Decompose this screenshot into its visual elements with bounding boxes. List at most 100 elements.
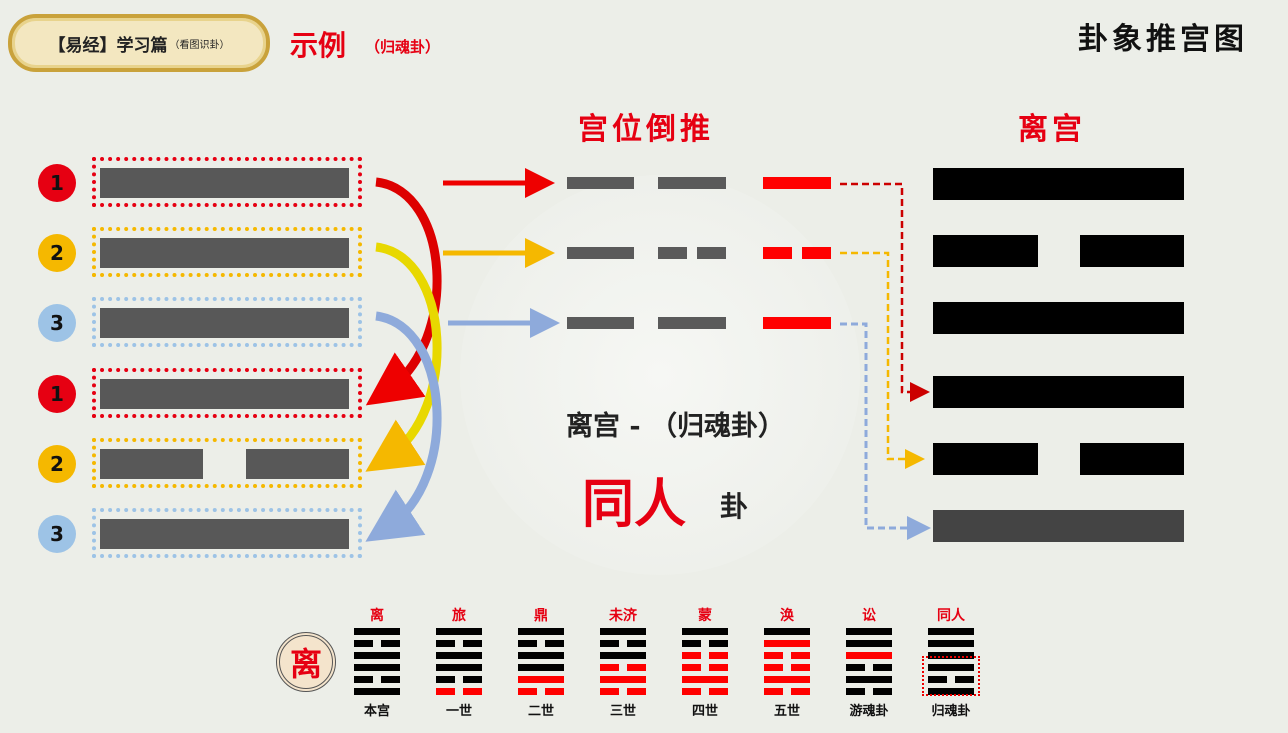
line-box <box>92 508 362 558</box>
yin-line <box>545 688 564 695</box>
yang-line <box>100 238 349 268</box>
palace-seal: 离 <box>276 632 336 692</box>
yang-line <box>682 676 728 683</box>
hexagram-glyph <box>764 628 810 700</box>
hexagram-line <box>764 628 810 635</box>
hexagram-glyph <box>682 628 728 700</box>
yang-line <box>846 628 892 635</box>
hexagram-line <box>764 640 810 647</box>
yin-line <box>600 688 619 695</box>
hexagram-line <box>682 676 728 683</box>
hexagram-line <box>928 688 974 695</box>
hexagram-label-0: 本宫 <box>363 704 390 719</box>
yin-line <box>955 676 974 683</box>
hexagram-name-5: 涣 <box>780 608 794 624</box>
hexagram-line <box>600 652 646 659</box>
upper-line-yang <box>567 317 634 329</box>
hexagram-glyph <box>600 628 646 700</box>
yang-line <box>600 676 646 683</box>
yang-line <box>764 676 810 683</box>
hexagram-label-3: 三世 <box>609 704 636 719</box>
hexagram-line <box>436 676 482 683</box>
dashed-connector-blue <box>840 322 931 540</box>
hexagram-line <box>846 652 892 659</box>
lower-line-yin <box>658 247 687 259</box>
lower-line-yang <box>658 317 726 329</box>
yin-line <box>791 652 810 659</box>
hexagram-line <box>354 640 400 647</box>
yin-line <box>627 664 646 671</box>
yin-line <box>381 640 400 647</box>
hexagram-label-4: 四世 <box>691 704 718 719</box>
yang-line <box>436 664 482 671</box>
yin-line <box>463 640 482 647</box>
yang-line <box>354 628 400 635</box>
hexagram-line <box>846 640 892 647</box>
middle-title: 宫位倒推 <box>578 112 714 147</box>
hexagram-line <box>436 688 482 695</box>
yin-line <box>709 688 728 695</box>
yin-line <box>436 640 455 647</box>
hexagram-name-0: 离 <box>370 608 384 624</box>
example-title: 示例 <box>290 29 347 62</box>
yang-line <box>928 652 974 659</box>
example-subtitle: （归魂卦） <box>365 38 441 56</box>
hexagram-line <box>354 688 400 695</box>
hexagram-line <box>846 664 892 671</box>
hexagram-line <box>436 664 482 671</box>
yang-line <box>928 664 974 671</box>
yin-line <box>791 664 810 671</box>
hexagram-line <box>928 628 974 635</box>
result-line-yin <box>763 247 792 259</box>
line-box <box>92 368 362 418</box>
hexagram-label-7: 归魂卦 <box>931 704 971 719</box>
yin-line <box>764 688 783 695</box>
upper-line-yang <box>567 177 634 189</box>
hexagram-line <box>846 688 892 695</box>
yang-line <box>600 628 646 635</box>
hexagram-line <box>600 676 646 683</box>
yin-line <box>627 640 646 647</box>
hexagram-line <box>682 640 728 647</box>
hexagram-line <box>518 688 564 695</box>
line-badge: 2 <box>38 445 76 483</box>
hexagram-line <box>354 628 400 635</box>
hexagram-suffix: 卦 <box>720 490 749 523</box>
curve-arrow-red <box>365 177 442 406</box>
hexagram-line <box>682 664 728 671</box>
hexagram-glyph <box>436 628 482 700</box>
hexagram-line <box>436 640 482 647</box>
lower-line-yin <box>697 247 726 259</box>
line-box <box>92 297 362 347</box>
line-box <box>92 438 362 488</box>
yang-line <box>600 652 646 659</box>
yin-line <box>354 640 373 647</box>
yang-line <box>436 652 482 659</box>
line-box <box>92 227 362 277</box>
yang-line <box>354 652 400 659</box>
hexagram-name-7: 同人 <box>937 608 965 624</box>
hexagram-name-6: 讼 <box>862 608 876 624</box>
hexagram-line <box>600 664 646 671</box>
yin-line <box>873 664 892 671</box>
yang-line <box>764 640 810 647</box>
hexagram-line <box>518 676 564 683</box>
page-title: 卦象推宫图 <box>1078 22 1248 57</box>
yang-line <box>100 519 349 549</box>
yang-line <box>518 676 564 683</box>
hexagram-line <box>764 676 810 683</box>
dashed-connector-red <box>840 182 930 402</box>
hexagram-line <box>682 628 728 635</box>
yang-line <box>354 688 400 695</box>
yin-line <box>518 688 537 695</box>
yang-line <box>100 379 349 409</box>
yang-line <box>518 664 564 671</box>
yin-line <box>709 640 728 647</box>
hexagram-line <box>928 664 974 671</box>
hexagram-line <box>436 652 482 659</box>
palace-yang-line <box>933 510 1184 542</box>
hexagram-name: 同人 <box>582 474 687 535</box>
yang-line <box>928 640 974 647</box>
title-banner: 【易经】 学习篇 （看图识卦） <box>8 14 270 72</box>
hexagram-line <box>600 688 646 695</box>
